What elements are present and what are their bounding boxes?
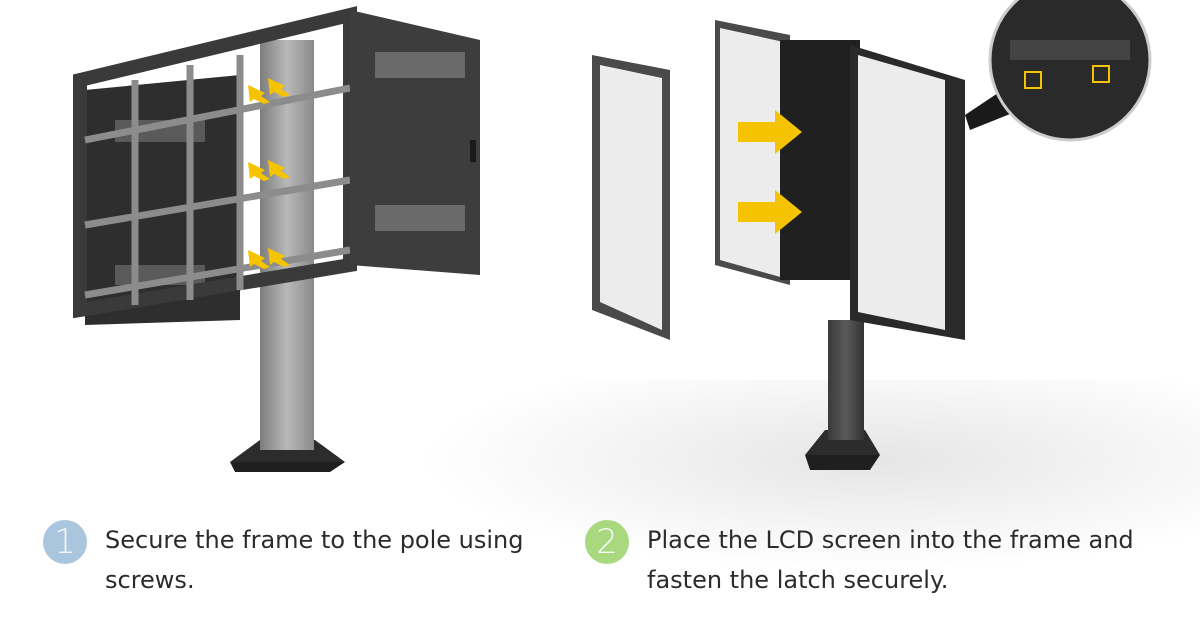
door-latch [470,140,476,162]
floor-shadow [380,380,1200,580]
step-2-text: Place the LCD screen into the frame and … [647,526,1134,594]
pole [260,40,314,450]
step-2-badge: 2 [585,520,629,564]
screw-arrows [248,78,290,269]
latch-highlight-right [1092,65,1110,83]
cabinet-interior [780,40,860,280]
frame-to-pole-illustration [73,6,480,472]
step-1-text: Secure the frame to the pole using screw… [105,526,524,594]
base-plate [230,462,345,472]
pole-2 [828,320,864,440]
right-door [350,10,480,275]
step-2: 2 Place the LCD screen into the frame an… [585,520,1145,600]
lcd-into-frame-illustration [592,0,1152,470]
step-1-badge: 1 [43,520,87,564]
insert-arrows [738,110,802,234]
latch-callout [988,0,1152,142]
base-plate-2 [805,455,880,470]
step-1: 1 Secure the frame to the pole using scr… [43,520,543,600]
latch-highlight-left [1024,71,1042,89]
